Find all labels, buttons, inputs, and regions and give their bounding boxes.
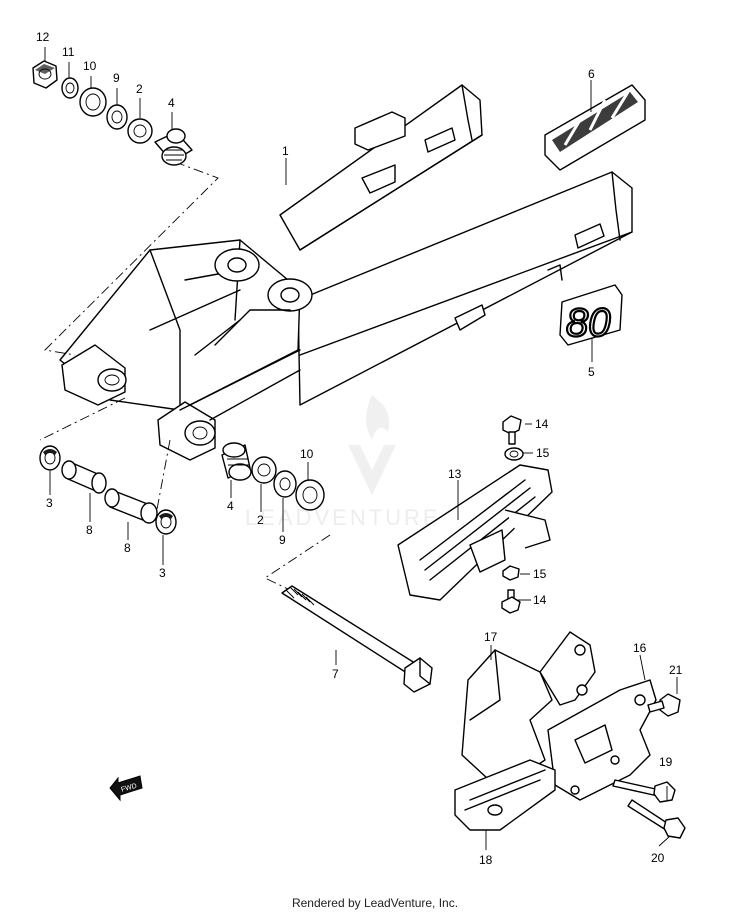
seal-2-lower	[251, 456, 277, 484]
callout-1: 1	[282, 144, 289, 158]
callout-13: 13	[448, 467, 462, 481]
footer-credit: Rendered by LeadVenture, Inc.	[291, 896, 459, 910]
bolt-14-lower	[501, 589, 521, 614]
callout-14a: 14	[535, 417, 549, 431]
bearing-4-lower	[221, 442, 252, 481]
callout-2a: 2	[136, 82, 143, 96]
washer-10-top	[79, 87, 107, 117]
chain-guide-13	[397, 464, 553, 601]
bolt-14-top	[502, 415, 522, 445]
callout-10a: 10	[83, 59, 97, 73]
callout-20: 20	[651, 851, 665, 865]
washer-10-lower	[295, 479, 325, 511]
callout-17: 17	[484, 630, 498, 644]
callout-2b: 2	[257, 513, 264, 527]
bolt-20	[627, 799, 686, 839]
callout-12: 12	[36, 30, 50, 44]
callout-3b: 3	[159, 566, 166, 580]
nut-15-top	[504, 447, 524, 461]
callout-5: 5	[588, 365, 595, 379]
fwd-label: FWD	[120, 783, 137, 794]
guard-18	[454, 759, 556, 831]
callout-4b: 4	[227, 499, 234, 513]
washer-11	[61, 77, 79, 99]
callout-10b: 10	[300, 447, 314, 461]
washer-9-top	[106, 104, 128, 130]
callout-18: 18	[479, 853, 493, 867]
callout-8b: 8	[124, 541, 131, 555]
callout-9b: 9	[279, 533, 286, 547]
collar-8-left	[61, 460, 107, 494]
callout-11: 11	[62, 45, 75, 59]
nut-12	[32, 60, 58, 89]
bolt-19	[612, 779, 676, 803]
plate-16	[547, 679, 657, 801]
callout-19: 19	[659, 755, 673, 769]
callout-leaders	[44, 47, 678, 850]
callout-16: 16	[633, 641, 647, 655]
callout-3a: 3	[46, 496, 53, 510]
nut-15-lower	[502, 565, 520, 581]
collar-8-right	[104, 488, 158, 524]
callout-14b: 14	[533, 593, 547, 607]
watermark-text: LEADVENTURE	[245, 505, 441, 530]
bolt-21	[647, 693, 681, 717]
decal-6	[544, 84, 646, 171]
decal-5: 80	[559, 284, 623, 346]
watermark-logo: LEADVENTURE	[245, 395, 441, 530]
washer-9-lower	[273, 470, 297, 498]
callout-4a: 4	[168, 96, 175, 110]
fwd-arrow-icon: FWD	[109, 775, 143, 802]
callout-7: 7	[332, 667, 339, 681]
callout-numbers: 1 6 5 12 11 10 9 2 4 3 8 8 3 4 2 9 10 7 …	[36, 30, 683, 867]
callout-15a: 15	[536, 446, 550, 460]
callout-21: 21	[669, 663, 683, 677]
pivot-bolt-7	[281, 585, 433, 693]
callout-9a: 9	[113, 71, 120, 85]
seal-3-right	[155, 509, 177, 535]
callout-6: 6	[588, 67, 595, 81]
seal-3-left	[39, 445, 61, 471]
swingarm	[59, 84, 633, 461]
seal-2-top	[127, 118, 153, 144]
bearing-4-top	[154, 128, 193, 166]
decal-5-text: 80	[566, 301, 611, 345]
callout-8a: 8	[86, 523, 93, 537]
bracket-17	[461, 631, 596, 791]
callout-15b: 15	[533, 567, 547, 581]
